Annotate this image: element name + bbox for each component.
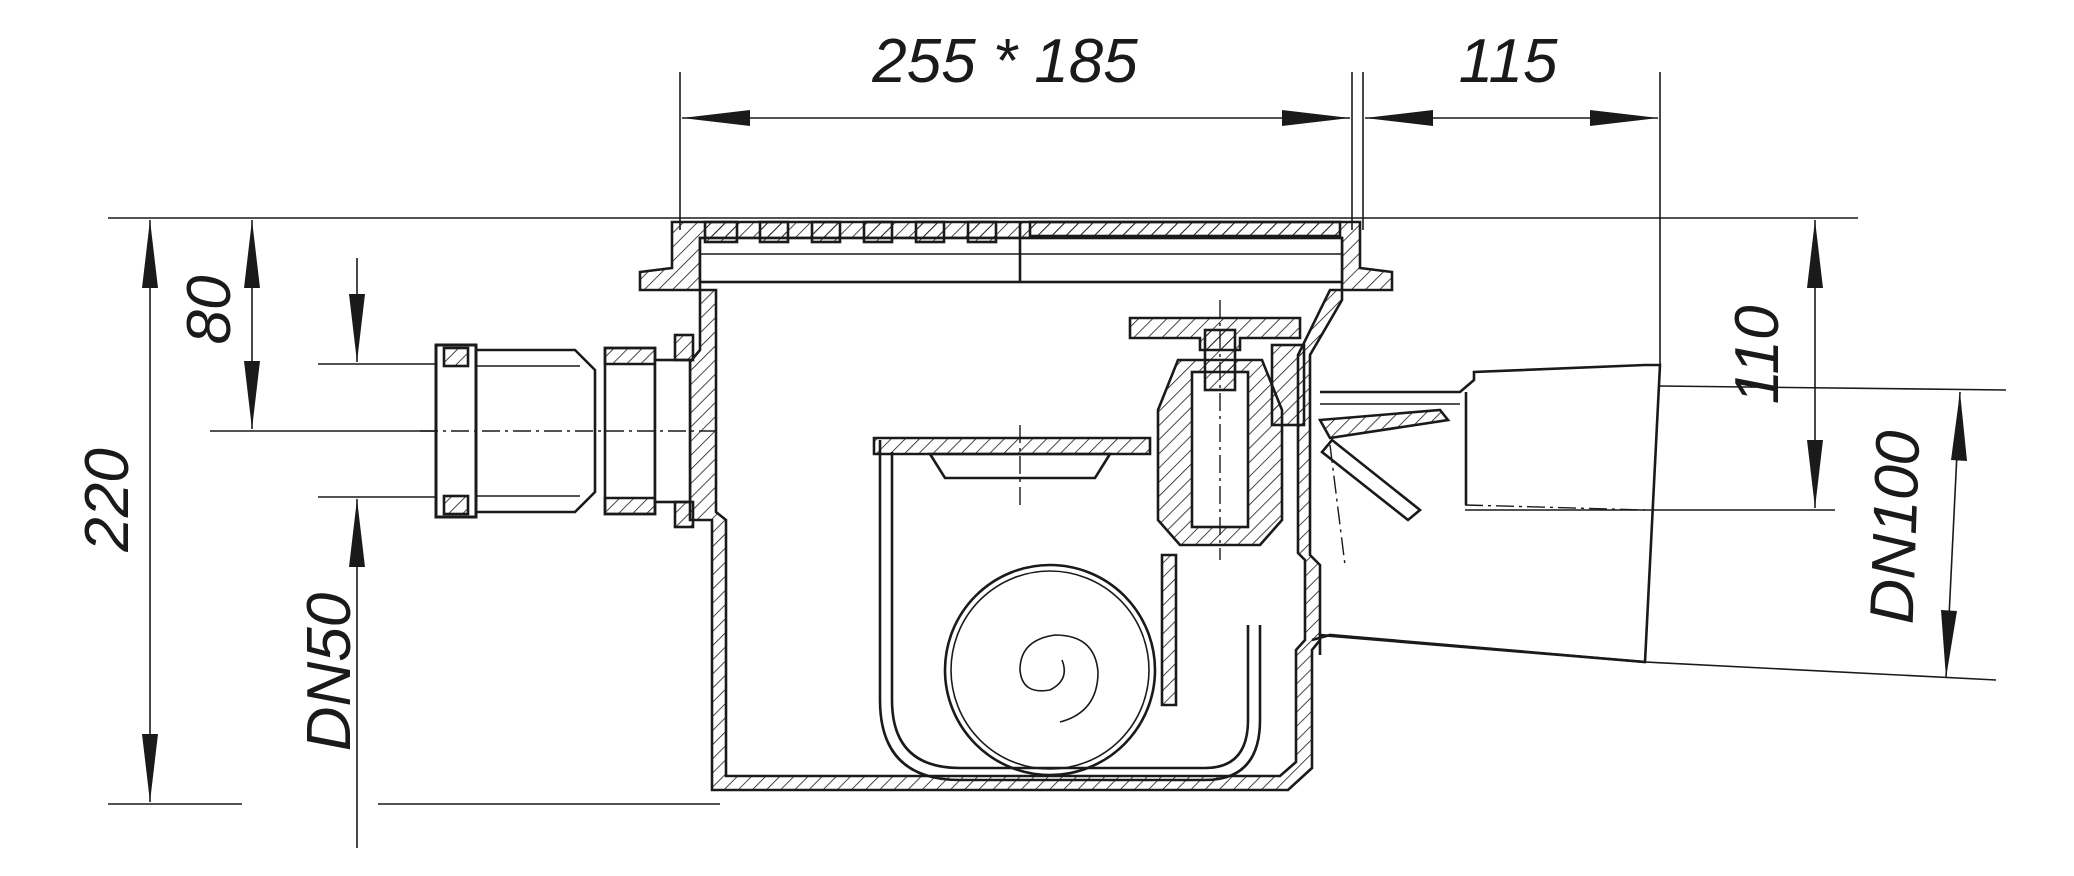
dimension-115: 115: [1365, 27, 1658, 126]
body-wall: [688, 288, 1344, 792]
outlet-top-extension: [1659, 385, 2007, 391]
dimension-255x185: 255 * 185: [682, 27, 1350, 126]
outlet-bottom-extension: [1644, 661, 1997, 681]
dimension-dn50: DN50: [295, 258, 365, 848]
total-height-label: 220: [73, 448, 142, 552]
dimension-dn100: DN100: [1858, 391, 1967, 679]
outlet-pipe-dn100: [1311, 363, 1662, 664]
dimension-110: 110: [1723, 220, 1823, 508]
dimension-80: 80: [175, 220, 260, 429]
drain-body: [638, 220, 1394, 792]
trap-seal: [872, 425, 1152, 505]
outlet-diameter-label: DN100: [1858, 430, 1934, 625]
cleaning-opening: [943, 563, 1157, 777]
inlet-height-label: 80: [175, 276, 244, 345]
dimension-220: 220: [73, 220, 158, 802]
grate-size-label: 255 * 185: [871, 27, 1138, 96]
float-valve: [1128, 300, 1306, 560]
inlet-diameter-label: DN50: [295, 593, 364, 752]
trap-inner-wall: [878, 440, 1262, 782]
inlet-pipe-dn50: [420, 333, 720, 529]
outlet-offset-label: 115: [1459, 27, 1558, 96]
extension-lines: [108, 72, 2007, 805]
outlet-height-label: 110: [1723, 306, 1792, 405]
grate-slots: [700, 220, 1342, 282]
baffle: [1160, 553, 1178, 707]
